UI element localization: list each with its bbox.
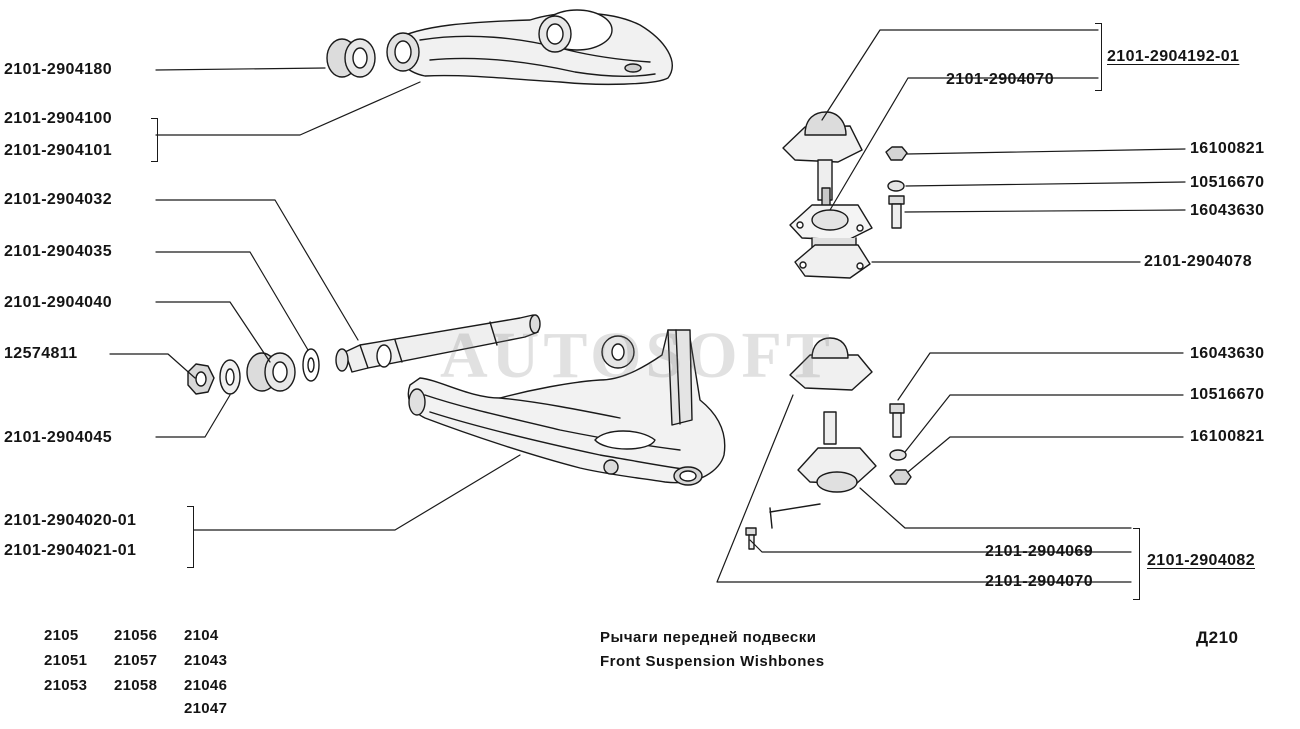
label-2101-2904101: 2101-2904101 bbox=[4, 142, 113, 159]
model-code: 2105 bbox=[44, 627, 79, 644]
model-code: 21053 bbox=[44, 677, 88, 694]
label-2101-2904192-01: 2101-2904192-01 bbox=[1107, 48, 1240, 65]
bracket-upper-joint bbox=[1095, 23, 1102, 91]
label-2101-2904021-01: 2101-2904021-01 bbox=[4, 542, 137, 559]
label-2101-2904020-01: 2101-2904020-01 bbox=[4, 512, 137, 529]
leader-lines-right bbox=[716, 29, 1186, 583]
model-code: 21057 bbox=[114, 652, 158, 669]
lower-wishbone bbox=[407, 329, 726, 486]
page-code: Д210 bbox=[1196, 628, 1239, 647]
leader-lines-left bbox=[109, 67, 521, 531]
label-2101-2904069: 2101-2904069 bbox=[985, 543, 1094, 560]
model-code: 21051 bbox=[44, 652, 88, 669]
upper-ball-joint bbox=[782, 111, 873, 279]
shaft-nut bbox=[187, 363, 215, 395]
label-2101-2904045: 2101-2904045 bbox=[4, 429, 113, 446]
model-code: 21058 bbox=[114, 677, 158, 694]
label-2101-2904100: 2101-2904100 bbox=[4, 110, 113, 127]
bracket-lower-joint bbox=[1133, 528, 1140, 600]
title-english: Front Suspension Wishbones bbox=[600, 653, 825, 670]
lower-ball-joint bbox=[745, 337, 877, 550]
autosoft-watermark: AUTOSOFT bbox=[440, 319, 834, 392]
label-16043630-mid: 16043630 bbox=[1190, 345, 1265, 362]
label-10516670-top: 10516670 bbox=[1190, 174, 1265, 191]
bracket-upper-arm bbox=[151, 118, 158, 162]
title-russian: Рычаги передней подвески bbox=[600, 629, 817, 646]
upper-fasteners bbox=[885, 146, 908, 229]
label-16100821-top: 16100821 bbox=[1190, 140, 1265, 157]
upper-bushing bbox=[326, 38, 376, 78]
axle-shaft bbox=[335, 314, 541, 373]
label-12574811: 12574811 bbox=[4, 345, 78, 362]
label-2101-2904032: 2101-2904032 bbox=[4, 191, 113, 208]
label-2101-2904082: 2101-2904082 bbox=[1147, 552, 1256, 569]
label-2101-2904070-bot: 2101-2904070 bbox=[985, 573, 1094, 590]
model-code: 21056 bbox=[114, 627, 158, 644]
model-code: 21046 bbox=[184, 677, 228, 694]
bracket-lower-arm bbox=[187, 506, 194, 568]
shaft-washer bbox=[302, 348, 320, 382]
label-10516670-mid: 10516670 bbox=[1190, 386, 1265, 403]
label-2101-2904040: 2101-2904040 bbox=[4, 294, 113, 311]
label-2101-2904180: 2101-2904180 bbox=[4, 61, 113, 78]
label-2101-2904070-top: 2101-2904070 bbox=[946, 71, 1055, 88]
model-code: 2104 bbox=[184, 627, 219, 644]
label-16043630-top: 16043630 bbox=[1190, 202, 1265, 219]
label-16100821-mid: 16100821 bbox=[1190, 428, 1265, 445]
label-2101-2904035: 2101-2904035 bbox=[4, 243, 113, 260]
upper-wishbone bbox=[386, 9, 673, 86]
model-code: 21043 bbox=[184, 652, 228, 669]
model-code: 21047 bbox=[184, 700, 228, 717]
lower-bushing bbox=[246, 352, 296, 392]
lower-fasteners bbox=[889, 403, 912, 485]
thrust-washer bbox=[219, 359, 241, 395]
label-2101-2904078: 2101-2904078 bbox=[1144, 253, 1253, 270]
